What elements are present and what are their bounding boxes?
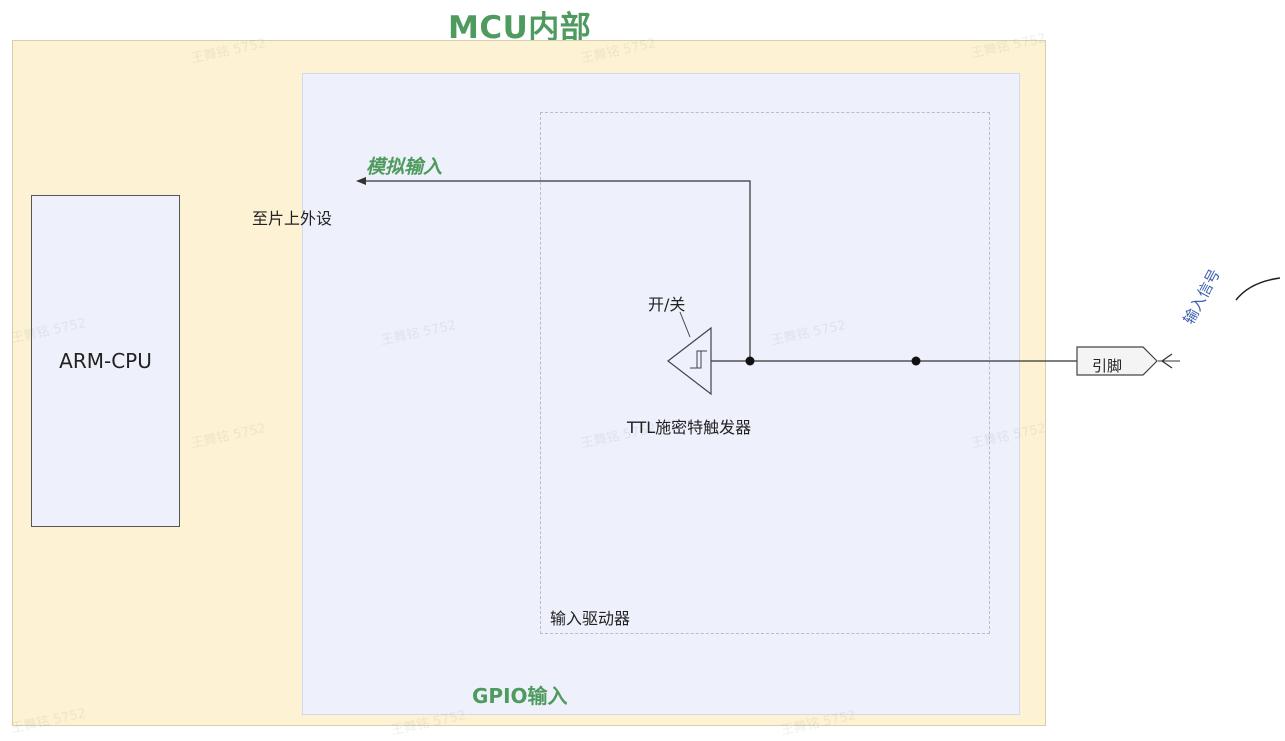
schmitt-trigger-label: TTL施密特触发器 (627, 418, 752, 437)
gpio-region (302, 73, 1020, 715)
analog-arrow-head (356, 177, 366, 185)
signal-arrow-icon (1161, 353, 1173, 369)
cpu-label: ARM-CPU (59, 349, 152, 373)
pin-label: 引脚 (1092, 357, 1123, 375)
switch-label: 开/关 (648, 295, 686, 314)
input-driver-label: 输入驱动器 (550, 609, 631, 628)
switch-pointer (679, 311, 691, 338)
signal-curve (1235, 277, 1281, 301)
junction-dot (745, 356, 755, 366)
cpu-block (31, 195, 180, 527)
pin-icon (1076, 346, 1158, 376)
input-driver-region (540, 112, 990, 634)
gpio-input-label: GPIO输入 (472, 684, 568, 708)
peripheral-label: 至片上外设 (252, 209, 333, 228)
analog-input-label: 模拟输入 (366, 156, 443, 178)
schmitt-trigger-icon (667, 326, 712, 396)
hysteresis-symbol-icon (693, 350, 707, 369)
junction-dot (911, 356, 921, 366)
analog-input-wire (360, 180, 751, 361)
